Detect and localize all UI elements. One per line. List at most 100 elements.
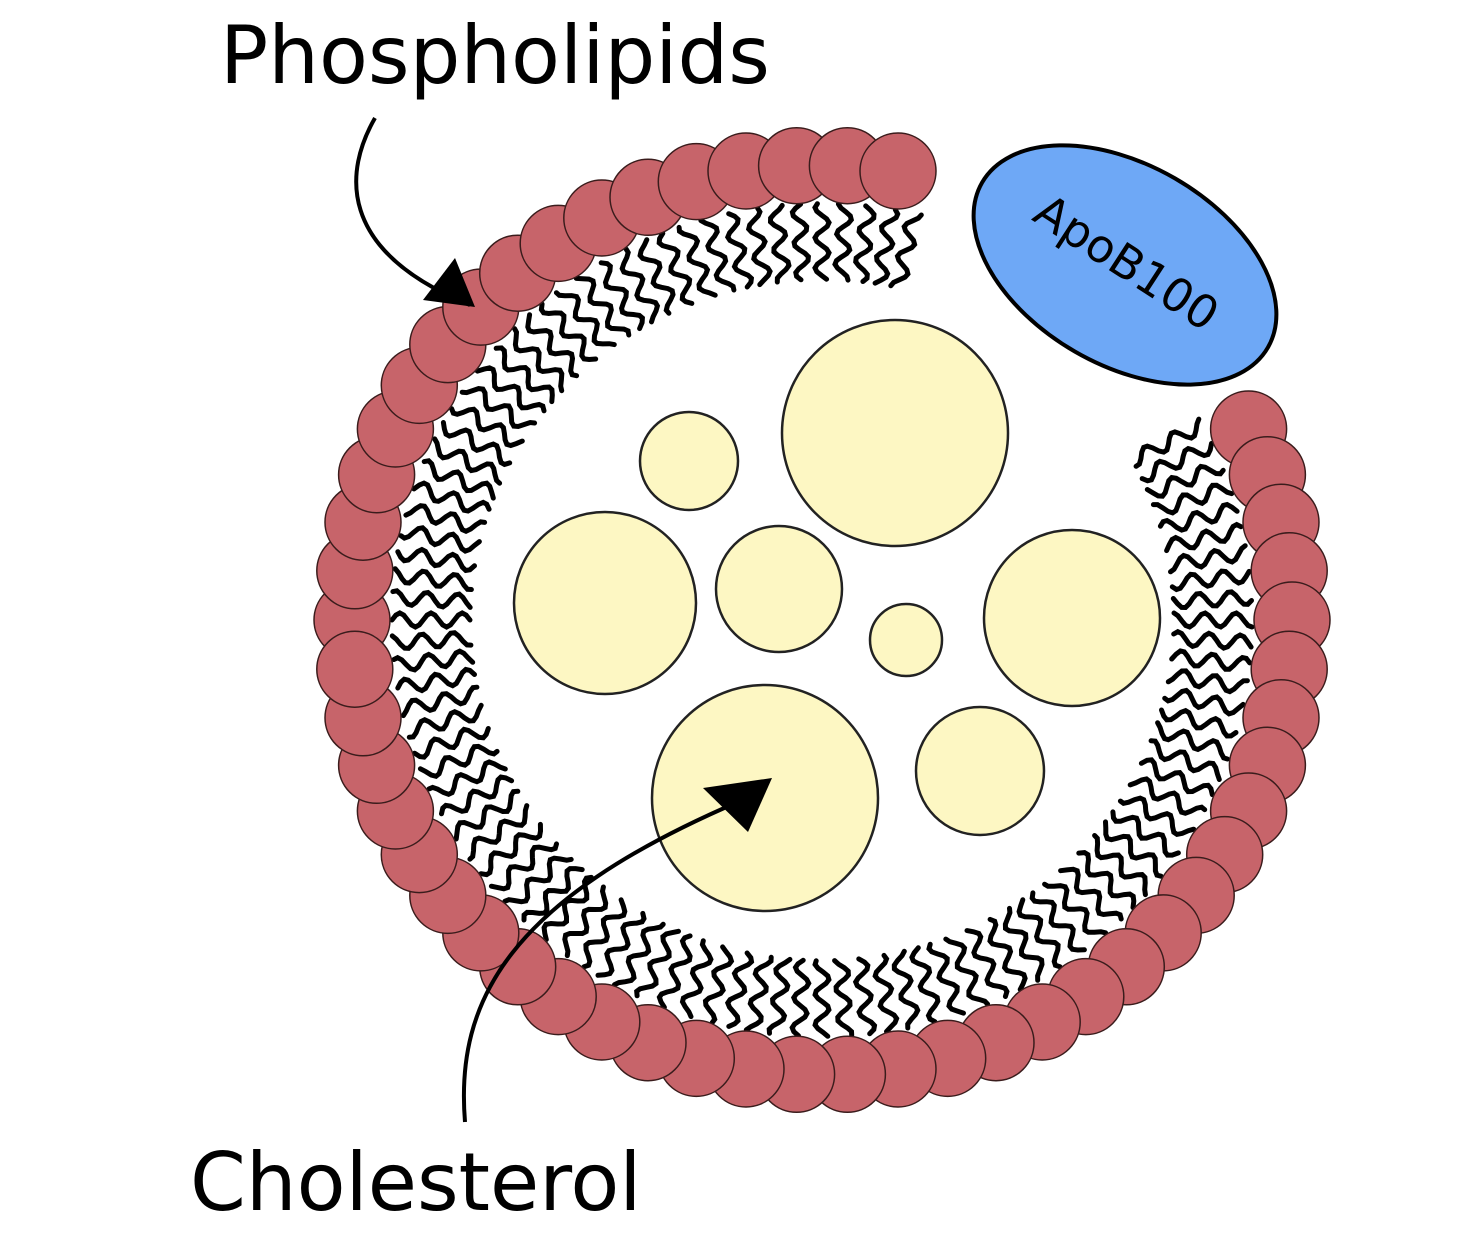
lipid-tail [1133,416,1202,469]
lipid-tail [964,928,1010,999]
lipid-tail [538,301,599,363]
lipid-tail [521,866,585,923]
phospholipids-arrow [354,117,471,307]
lipid-tail [449,406,525,449]
cholesterol-annotation: Cholesterol [190,778,772,1229]
phospholipids-label: Phospholipids [220,9,770,102]
lipid-tail [676,224,718,298]
lipid-tail [502,855,574,905]
lipid-tail [389,630,474,651]
lipid-tail [891,948,921,1031]
phospholipids-arrowhead [423,258,475,307]
lipid-tail [943,936,991,1007]
lipid-tail [1169,648,1253,672]
lipid-tail [1159,707,1239,739]
lipid-tail [400,684,480,719]
lipid-tail [1155,720,1230,762]
lipid-tail [1103,819,1164,879]
cholesterol-arrowhead [703,778,772,832]
lipid-tail [767,202,792,285]
lipid-tail [1139,441,1214,484]
lipid-tail [541,874,594,943]
lipid-tail [832,958,855,1038]
lipid-tail [637,237,676,316]
lipid-tail [598,260,645,332]
lipid-tail [1157,501,1240,533]
lipid-tail [1170,589,1254,611]
lipid-tail [888,212,924,289]
lipid-tail [1092,833,1148,898]
lipid-tail [872,952,900,1035]
lipid-tail [432,436,503,486]
lipid-tail [1164,521,1244,554]
lipid-tail [656,230,695,306]
lipid-tail [390,588,473,610]
lipid-tail [395,666,477,694]
lipid-tail [724,211,755,290]
lipid-tail [1171,628,1254,651]
lipid-tail [1058,866,1124,922]
lipid-tail [398,525,482,554]
lipid-tail [389,610,473,630]
lipid-tail [478,821,544,878]
lipid-tail [392,566,474,592]
lipid-tail [553,290,617,348]
cholesterol-droplet [512,510,698,696]
lipid-tail [926,941,966,1016]
lipid-tail [1169,568,1252,593]
lipid-tail [440,420,513,468]
lipid-tail [1002,905,1045,983]
lipid-tail [745,205,773,288]
lipid-tail [766,956,793,1036]
lipid-tail [1076,850,1137,911]
lipid-tail [453,788,521,842]
lipid-tail [832,201,855,283]
lipid-tail [1171,610,1255,630]
cholesterol-droplet [868,602,944,678]
lipid-tail [411,480,492,514]
lipid-tail [872,207,901,286]
cholesterol-droplet [650,683,880,913]
cholesterol-droplet [638,410,740,512]
lipid-tail [488,841,559,892]
lipid-tail [1165,668,1250,695]
lipid-tail [459,386,538,430]
lipid-tail [1127,776,1208,816]
lipid-tail [1138,757,1215,798]
lipid-tail [439,774,515,817]
lipid-tail [525,312,580,379]
lipid-tail [493,345,555,405]
lipid-tail [1029,890,1087,953]
lipid-tail [743,954,774,1033]
lipid-tail [1150,482,1235,516]
lipid-tail [853,203,877,284]
lipid-tail [612,921,666,988]
lipid-tail [619,246,661,325]
lipid-tail [724,950,755,1029]
lipid-tail [391,648,476,673]
phospholipid-head-layer [313,126,1331,1114]
lipid-tail [1042,881,1109,936]
lipid-tail [512,326,565,394]
lipid-tail [789,957,812,1039]
lipid-tail [789,201,812,283]
lipid-tail [474,365,547,414]
lipid-tail [595,910,647,978]
lipid-tail [698,218,737,293]
lipid-tail-layer [389,201,1255,1039]
cholesterol-arrow [461,800,739,1123]
lipid-tail [573,275,632,338]
cholesterol-label: Cholesterol [190,1136,642,1229]
apob100-protein: ApoB100 [971,143,1279,387]
phospholipid-head [859,132,937,210]
lipid-tail [562,884,609,959]
lipid-tail [1110,809,1181,858]
cholesterol-droplet [714,524,844,654]
cholesterol-droplet [780,318,1010,548]
lipid-tail [1162,687,1246,717]
lipid-tail [852,956,878,1037]
cholesterol-droplet [914,705,1046,837]
lipid-tail [634,928,681,999]
lipid-tail [812,201,832,282]
